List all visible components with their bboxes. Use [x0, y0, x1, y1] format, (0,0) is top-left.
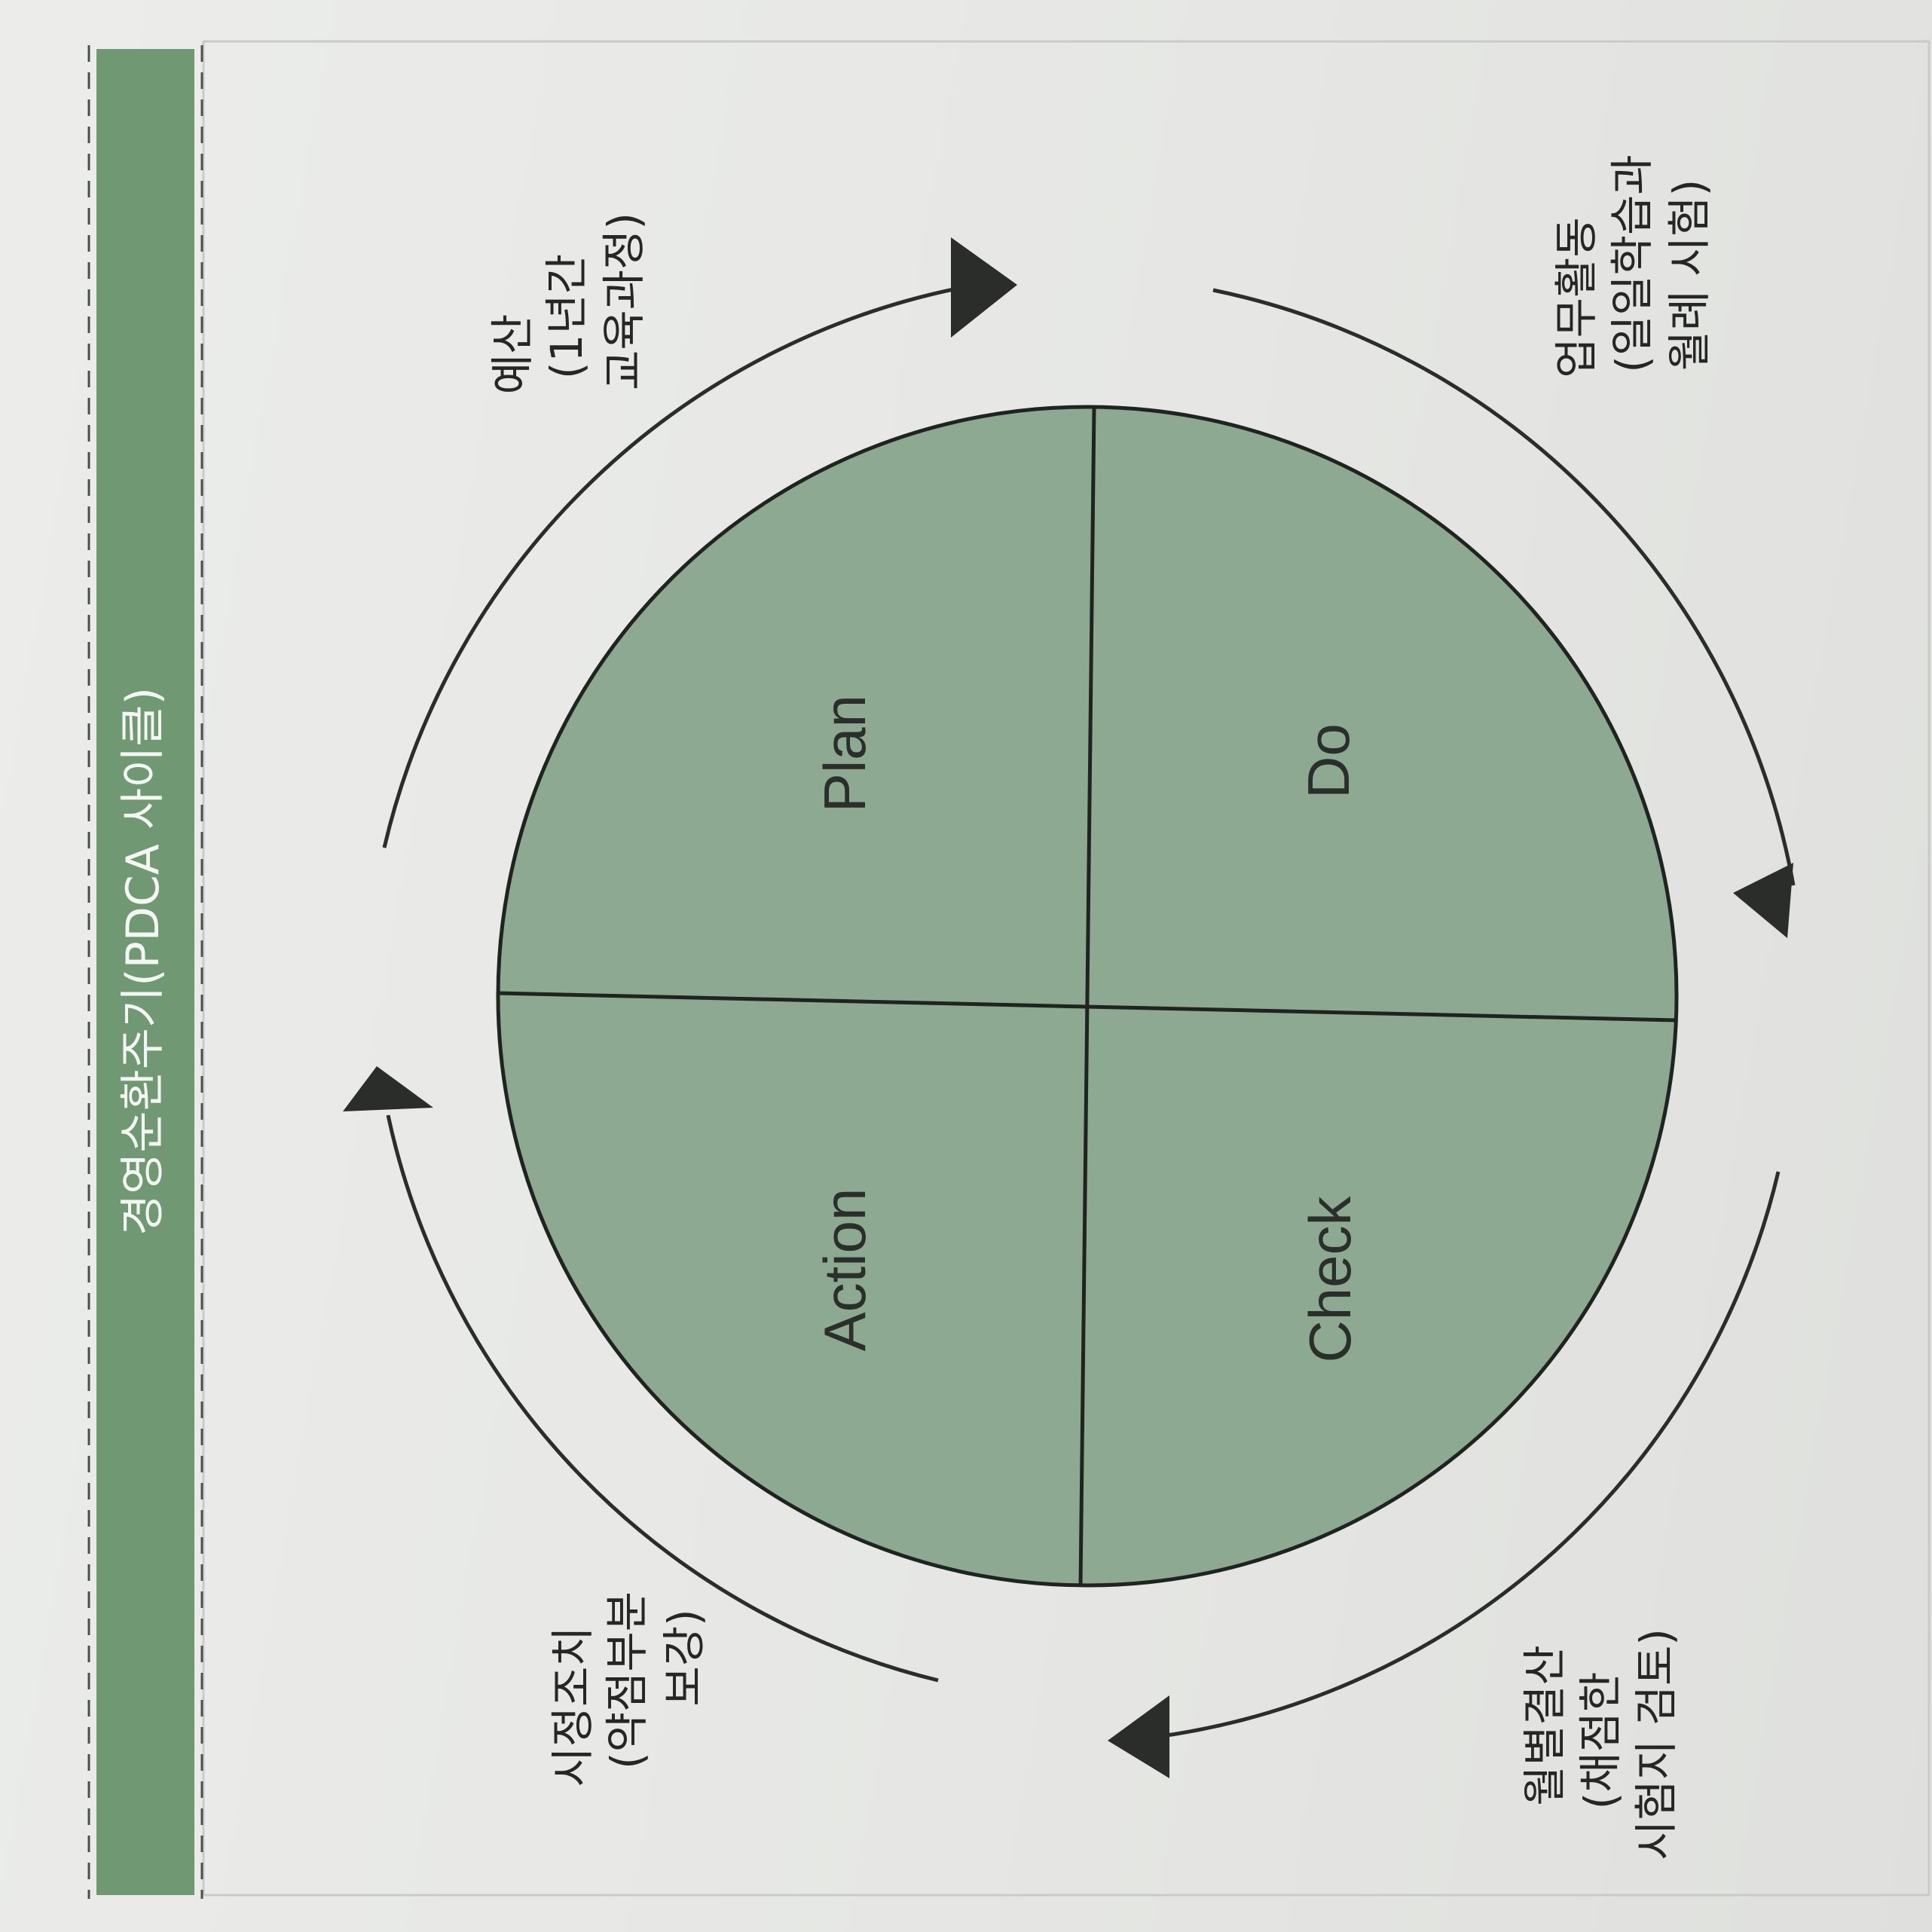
arrowhead-check: [1108, 1695, 1169, 1778]
arrowhead-do: [1733, 863, 1793, 938]
label-do-line2: (일일학습과: [1606, 154, 1658, 372]
label-action-line2: (약점부분: [601, 1591, 653, 1769]
arrow-arc-action: [386, 1114, 939, 1683]
figure-title: 경영순환주기(PDCA 사이클): [117, 687, 170, 1236]
label-check-line2: (채점한: [1575, 1672, 1626, 1810]
divider-horizontal: [497, 991, 1677, 1023]
divider-vertical: [1078, 406, 1096, 1586]
quadrant-plan-label: Plan: [812, 695, 878, 812]
label-check-line3: 시험지 검토): [1631, 1628, 1682, 1860]
label-plan-line1: 예산: [487, 314, 538, 395]
arrowhead-action: [343, 1066, 433, 1111]
pdca-circle: [496, 405, 1679, 1588]
cycle-arrows: [382, 284, 1796, 1739]
label-do: 업무활동 (일일학습과 월례 시험): [1551, 154, 1715, 378]
label-action-line1: 시정조치: [547, 1626, 598, 1787]
arrow-arc-check: [1156, 1171, 1781, 1739]
arrowhead-plan: [951, 237, 1017, 338]
page-frame: [202, 40, 1930, 1897]
label-plan-line3: 교육과정): [598, 212, 650, 390]
arrow-arc-plan: [382, 284, 969, 848]
label-do-line3: 월례 시험): [1664, 179, 1715, 371]
label-plan-line2: (1년간: [541, 254, 592, 379]
quadrant-check-label: Check: [1297, 1195, 1363, 1362]
label-check: 월별결산 (채점한 시험지 검토): [1519, 1628, 1682, 1860]
arrow-arc-do: [1212, 288, 1796, 886]
quadrant-do-label: Do: [1295, 723, 1362, 799]
label-plan: 예산 (1년간 교육과정): [487, 212, 650, 394]
label-action: 시정조치 (약점부분 보강): [547, 1591, 710, 1787]
label-check-line1: 월별결산: [1519, 1645, 1570, 1805]
label-action-line3: 보강): [659, 1609, 710, 1706]
label-do-line1: 업무활동: [1551, 217, 1602, 378]
quadrant-action-label: Action: [812, 1188, 878, 1352]
title-banner: [96, 49, 194, 1895]
